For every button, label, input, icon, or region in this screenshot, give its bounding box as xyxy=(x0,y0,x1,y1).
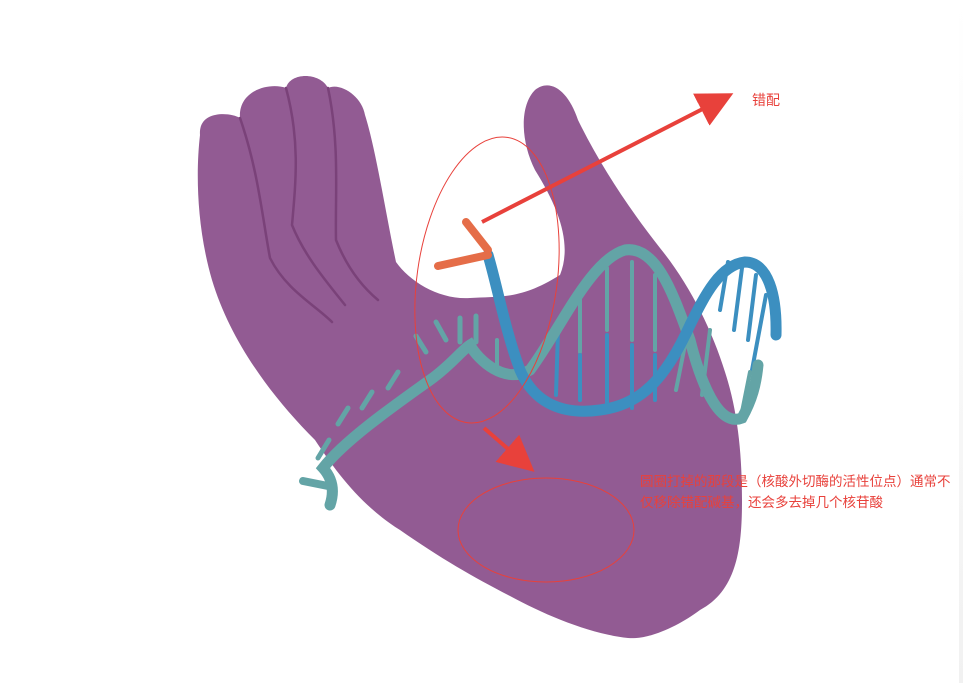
target-region-circle xyxy=(457,477,635,583)
single-strand-bases xyxy=(315,313,479,461)
finger-creases xyxy=(238,86,380,324)
exonuclease-site-circle xyxy=(414,136,560,424)
finger-crease-1 xyxy=(238,116,334,324)
mismatch-arrow xyxy=(481,93,734,224)
finger-crease-2 xyxy=(284,86,347,307)
removal-arrow xyxy=(482,426,535,472)
mismatch-label: 错配 xyxy=(752,93,780,109)
dna-helix xyxy=(299,218,782,511)
hand-illustration xyxy=(197,76,742,639)
teal-strand-fork xyxy=(299,477,332,490)
page-edge xyxy=(959,0,963,683)
annotation-marks xyxy=(414,93,734,583)
finger-crease-3 xyxy=(326,86,380,302)
mismatch-base xyxy=(434,218,492,270)
exonuclease-note: 圆圈打掉的那段是（核酸外切酶的活性位点）通常不仅移除错配碱基，还会多去掉几个核苷… xyxy=(640,474,951,511)
hand-shape xyxy=(197,76,742,639)
teal-strand xyxy=(315,244,764,511)
blue-strand xyxy=(482,249,782,417)
